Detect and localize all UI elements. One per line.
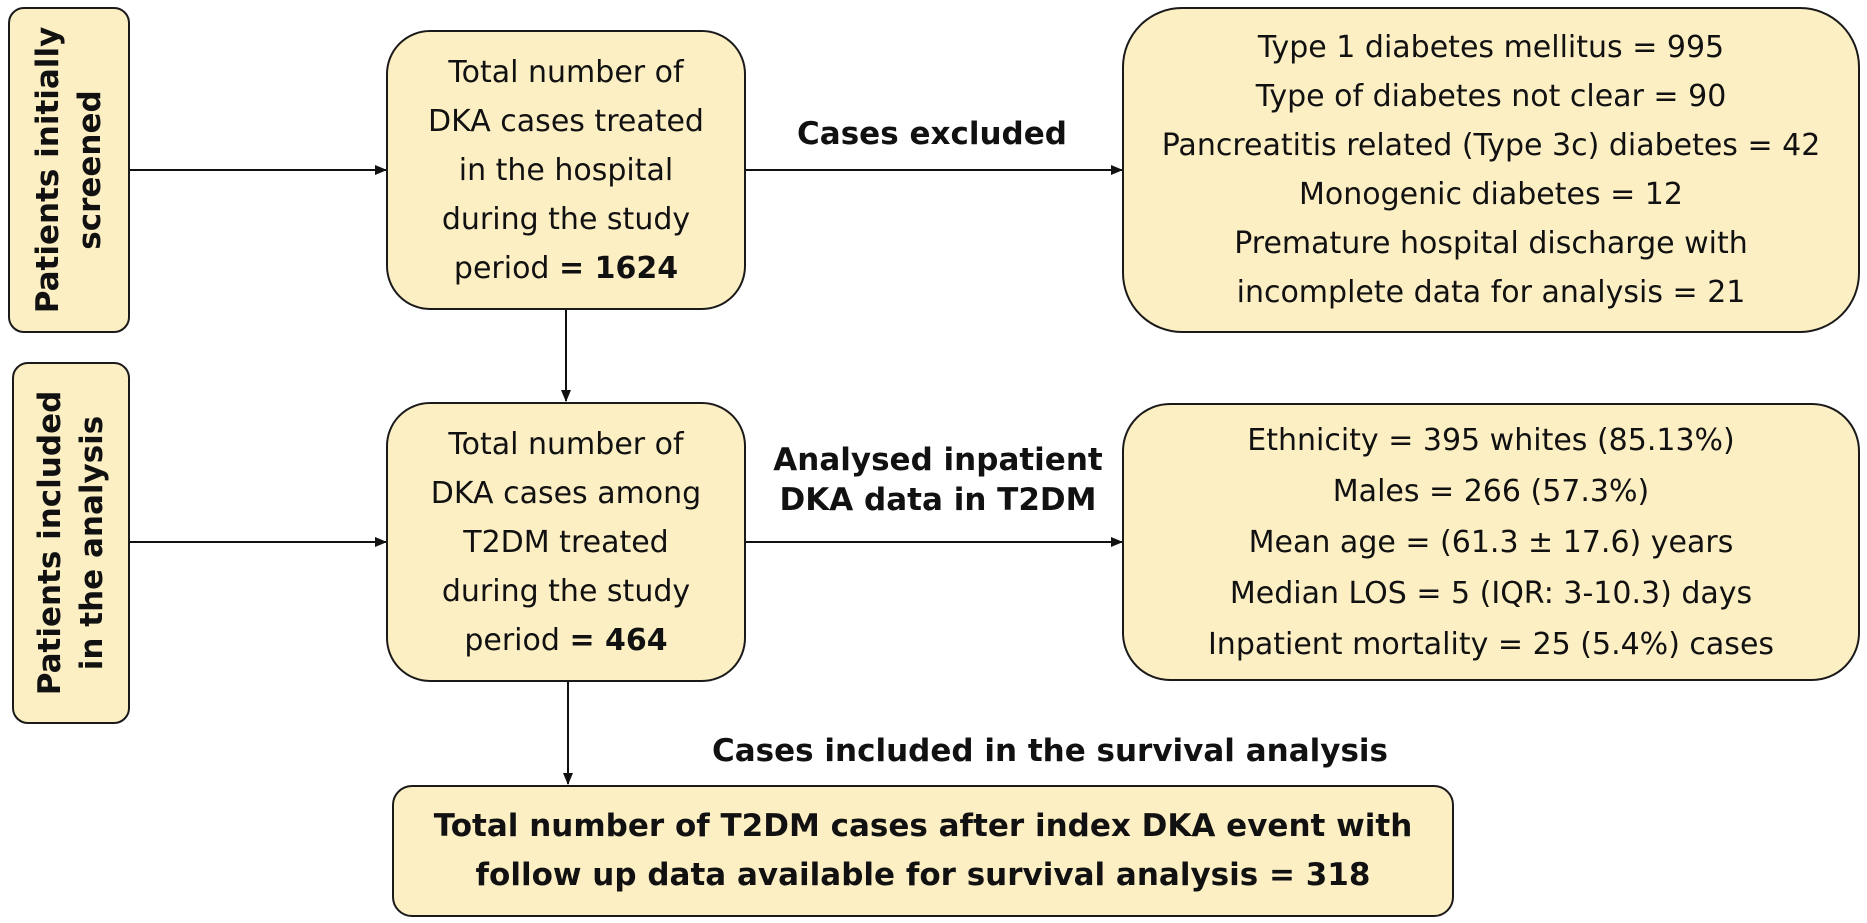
label-line: DKA data in T2DM bbox=[779, 482, 1097, 518]
side-label-included: Patients included in the analysis bbox=[12, 362, 130, 724]
box-text-prefix: period bbox=[453, 250, 560, 286]
box-survival-analysis: Total number of T2DM cases after index D… bbox=[392, 785, 1454, 917]
side-label-screened-line: screened bbox=[72, 90, 108, 250]
excluded-item: Type of diabetes not clear = 90 bbox=[1255, 79, 1727, 114]
survival-text-line: Total number of T2DM cases after index D… bbox=[433, 808, 1413, 844]
excluded-item: Type 1 diabetes mellitus = 995 bbox=[1257, 30, 1725, 65]
side-label-screened-text: Patients initially screened bbox=[27, 27, 111, 314]
excluded-item: Pancreatitis related (Type 3c) diabetes … bbox=[1161, 128, 1821, 163]
characteristic-item: Mean age = (61.3 ± 17.6) years bbox=[1248, 524, 1734, 560]
side-label-screened-line: Patients initially bbox=[30, 26, 66, 314]
box-text-line-last: period = 464 bbox=[464, 616, 667, 665]
characteristic-item: Males = 266 (57.3%) bbox=[1332, 473, 1650, 509]
box-text-line: during the study bbox=[441, 201, 691, 237]
box-text-line: T2DM treated bbox=[463, 524, 669, 560]
label-line: Cases excluded bbox=[797, 116, 1067, 152]
excluded-item: Monogenic diabetes = 12 bbox=[1299, 177, 1683, 212]
survival-text-line: follow up data available for survival an… bbox=[475, 857, 1371, 893]
box-text-line: DKA cases among bbox=[430, 475, 702, 511]
box-text-line: in the hospital bbox=[458, 152, 674, 188]
side-label-included-line: Patients included bbox=[32, 390, 68, 696]
side-label-included-line: in the analysis bbox=[74, 415, 110, 671]
box-text-line-last: period = 1624 bbox=[454, 244, 678, 293]
box-text-line: Total number of bbox=[448, 54, 684, 90]
t2dm-cases-count: = 464 bbox=[569, 622, 668, 658]
box-excluded-cases: Type 1 diabetes mellitus = 995 Type of d… bbox=[1122, 7, 1860, 333]
total-cases-count: = 1624 bbox=[559, 250, 679, 286]
characteristic-item: Inpatient mortality = 25 (5.4%) cases bbox=[1207, 626, 1775, 662]
box-text-line: DKA cases treated bbox=[428, 103, 704, 139]
label-line: Cases included in the survival analysis bbox=[711, 733, 1389, 769]
characteristic-item: Median LOS = 5 (IQR: 3-10.3) days bbox=[1229, 575, 1753, 611]
label-analysed-inpatient: Analysed inpatient DKA data in T2DM bbox=[773, 440, 1102, 520]
characteristic-item: Ethnicity = 395 whites (85.13%) bbox=[1247, 422, 1735, 458]
box-text-prefix: period bbox=[464, 622, 570, 658]
box-text-line: during the study bbox=[441, 573, 691, 609]
box-t2dm-dka-cases: Total number of DKA cases among T2DM tre… bbox=[386, 402, 746, 682]
side-label-screened: Patients initially screened bbox=[8, 7, 130, 333]
excluded-item: Premature hospital discharge with bbox=[1234, 226, 1748, 261]
label-line: Analysed inpatient bbox=[773, 442, 1103, 478]
label-cases-excluded: Cases excluded bbox=[797, 114, 1067, 154]
box-total-dka-cases: Total number of DKA cases treated in the… bbox=[386, 30, 746, 310]
label-survival-included: Cases included in the survival analysis bbox=[712, 731, 1388, 771]
side-label-included-text: Patients included in the analysis bbox=[29, 391, 113, 696]
box-text-line: Total number of bbox=[448, 426, 684, 462]
box-characteristics: Ethnicity = 395 whites (85.13%) Males = … bbox=[1122, 403, 1860, 681]
excluded-item: incomplete data for analysis = 21 bbox=[1236, 275, 1746, 310]
